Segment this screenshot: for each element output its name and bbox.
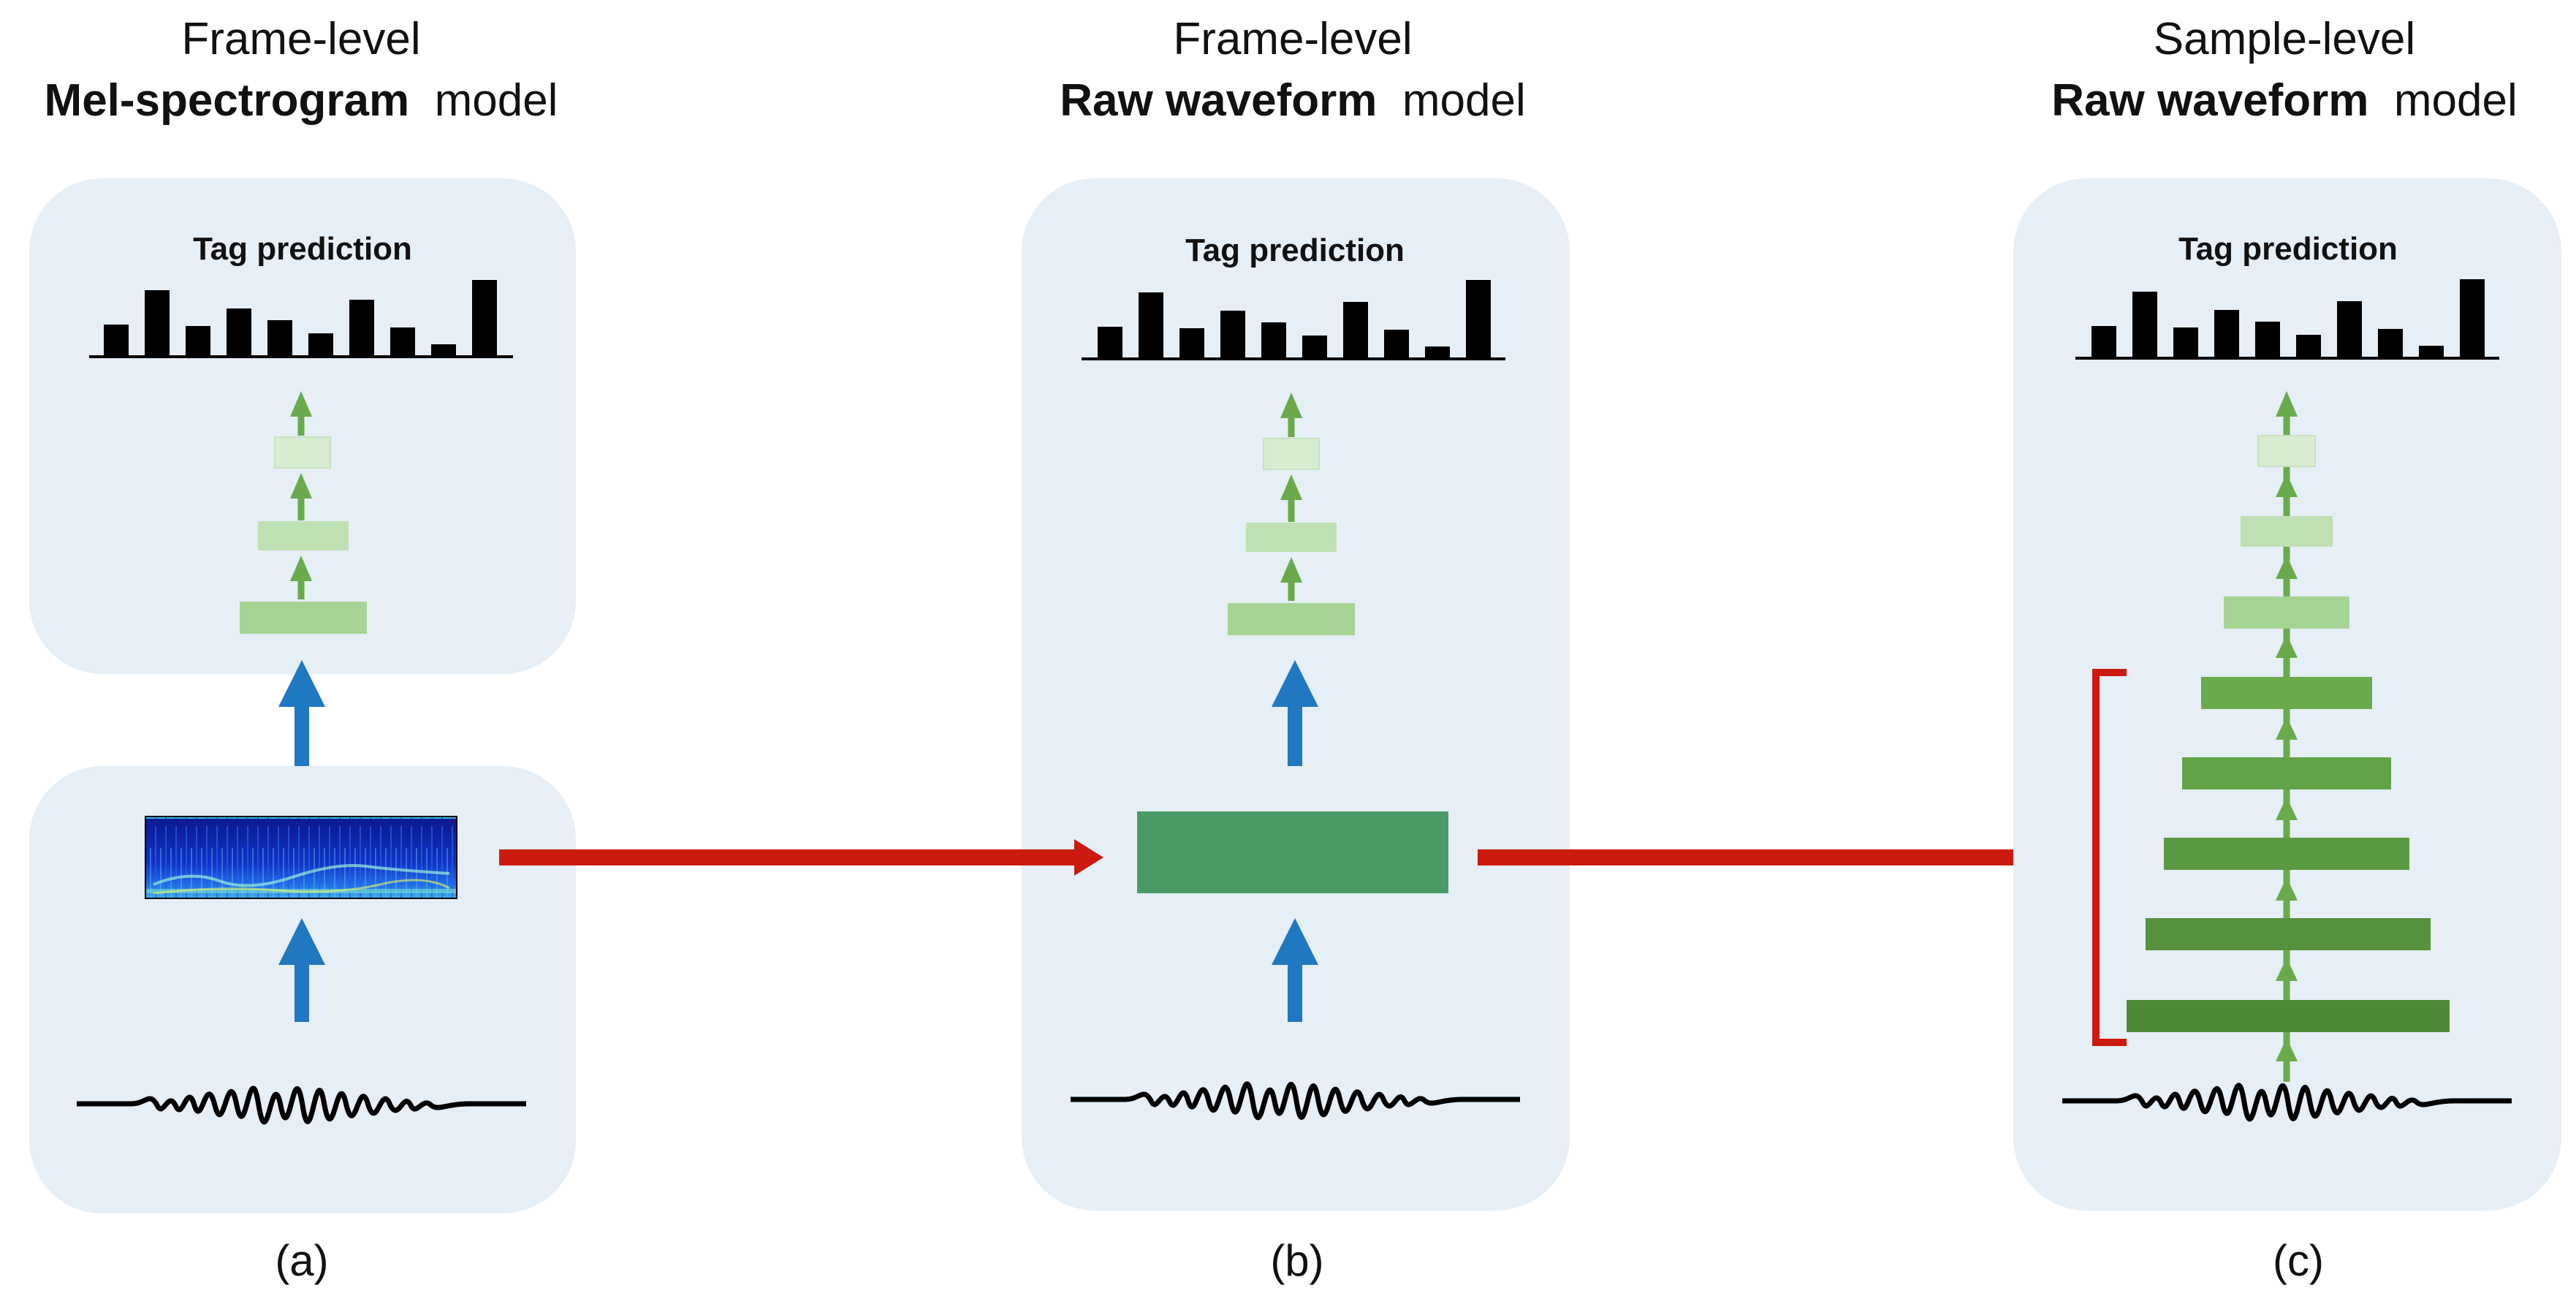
panel-b-waveform-icon [1071,1081,1520,1121]
panel-b-caption: (b) [1270,1236,1324,1285]
panel-b-title-rest: model [1402,75,1526,126]
panel-c-title-rest: model [2393,75,2518,126]
panel-a-title: Frame-level Mel-spectrogram model [0,9,666,132]
panel-c-conv-layer-2 [2182,757,2391,789]
panel-c-dense-layer-3 [2224,596,2349,629]
panel-a-waveform-icon [77,1086,526,1125]
panel-c-title-bold: Raw waveform [2051,75,2369,126]
panel-c-title: Sample-level Raw waveform model [1919,9,2576,132]
panel-a-title-line1: Frame-level [181,14,421,64]
red-arrow-a-to-b [499,839,1103,876]
panel-b-dense-layer-1 [1263,438,1320,470]
panel-c-conv-layer-4 [2146,918,2431,950]
panel-c-tag-label: Tag prediction [2178,231,2398,267]
panel-a-title-rest: model [434,75,558,126]
panel-b-tag-label: Tag prediction [1185,232,1405,268]
panel-c-waveform-icon [2062,1083,2512,1122]
panel-a-title-bold: Mel-spectrogram [44,75,410,126]
panel-a-bar-chart-icon [89,280,513,358]
panel-b-dense-layer-3 [1228,603,1355,635]
panel-c-title-line1: Sample-level [2153,14,2416,64]
panel-c-red-bracket [2092,669,2127,1046]
panel-c-dense-layer-1 [2257,435,2316,467]
panel-a-dense-layer-2 [258,521,349,550]
panel-c-bar-chart-icon [2075,279,2499,360]
panel-b-title-bold: Raw waveform [1060,75,1378,126]
panel-a-tag-label: Tag prediction [193,231,412,267]
panel-c-conv-layer-1 [2201,677,2372,709]
panel-b-green-arrows [1280,393,1302,601]
panel-a-dense-layer-1 [274,436,331,469]
panel-c-conv-layer-5 [2127,1000,2450,1032]
panel-a-green-arrows [290,391,312,599]
panel-c-caption: (c) [2273,1236,2324,1285]
panel-c-green-arrows [2276,391,2298,1082]
panel-a-dense-layer-3 [240,602,367,634]
panel-b-bar-chart-icon [1082,280,1505,360]
panel-b-title: Frame-level Raw waveform model [927,9,1658,132]
panel-b-conv-block [1137,811,1448,893]
panel-c-conv-layer-3 [2164,838,2409,870]
spectrogram-icon [145,816,457,899]
panel-c-dense-layer-2 [2241,516,2333,547]
panel-b-title-line1: Frame-level [1173,14,1413,64]
panel-b-dense-layer-2 [1246,523,1337,552]
panel-a-caption: (a) [275,1236,329,1285]
